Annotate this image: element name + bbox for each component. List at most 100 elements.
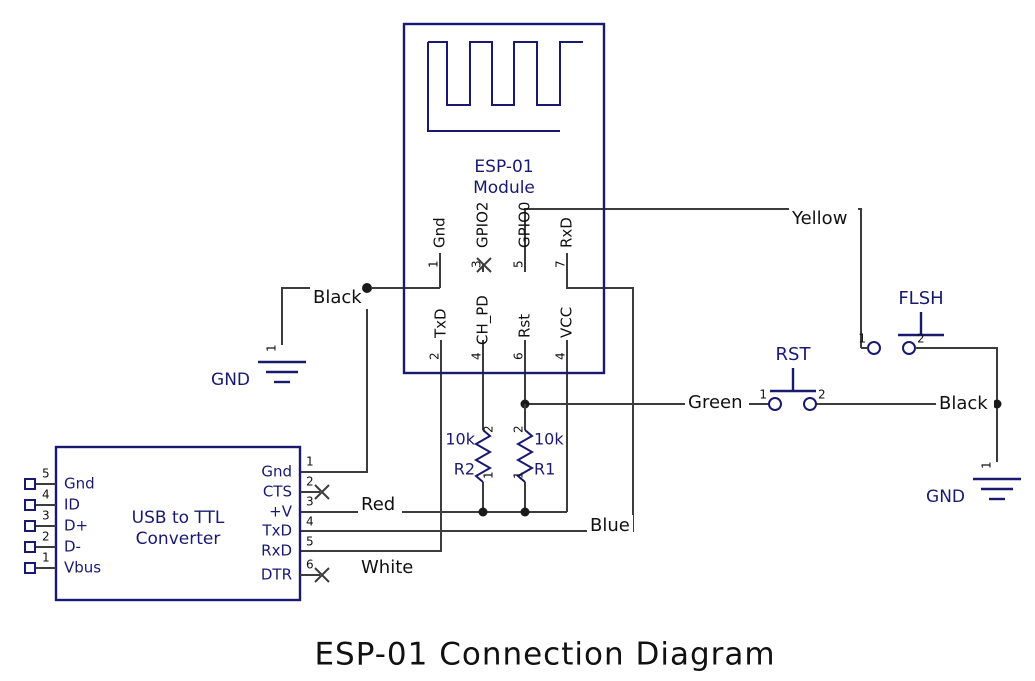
esp-pin-4-chpd: CH_PD 4 — [470, 295, 493, 363]
resistor-r1-pin-bottom: 1 — [512, 471, 526, 479]
wire-label-white-text: White — [361, 557, 413, 578]
wire-white-txd — [300, 363, 442, 552]
usb-pin-left-4-id-number: 4 — [42, 488, 50, 502]
usb-pin-left-5-gnd-label: Gnd — [64, 475, 95, 493]
esp-antenna-trace — [427, 41, 583, 132]
wire-label-blue: Blue — [587, 515, 633, 537]
switch-rst-pin1 — [768, 397, 782, 411]
usb-pin-left-3-dplus-label: D+ — [64, 517, 88, 535]
switch-flsh-label: FLSH — [898, 288, 943, 309]
esp-pin-4-chpd-number: 4 — [470, 352, 484, 360]
wire-yellow-gpio0 — [524, 208, 862, 348]
usb-pin-right-4-txd-label: TxD — [261, 522, 292, 540]
switch-flsh-pin2 — [902, 341, 916, 355]
wire-label-red: Red — [358, 494, 402, 516]
resistor-r1-pin-top: 2 — [512, 425, 526, 433]
esp-pin-2-txd: TxD 2 — [428, 308, 450, 363]
diagram-title: ESP-01 Connection Diagram — [314, 637, 775, 673]
esp-pin-1-gnd-label: Gnd — [431, 217, 449, 248]
usb-pin-left-5-gnd: Gnd 5 — [24, 467, 95, 493]
ground-symbol-left-pin: 1 — [265, 344, 279, 352]
esp-pin-3-gpio2: GPIO2 3 — [470, 202, 492, 273]
resistor-r1-ref: R1 — [534, 460, 555, 479]
usb-pin-right-5-rxd-number: 5 — [306, 535, 314, 549]
wire-blue-rxd — [300, 272, 634, 532]
usb-pin-right-5-rxd: RxD 5 — [261, 535, 314, 560]
usb-ttl-name-line1: USB to TTL — [132, 508, 225, 528]
usb-pin-right-2-cts: CTS 2 — [263, 475, 330, 501]
usb-pin-right-6-dtr-label: DTR — [261, 566, 292, 584]
wire-label-black-left: Black — [310, 287, 372, 309]
esp-pin-7-rxd-number: 7 — [554, 260, 568, 268]
wire-black-ground — [281, 287, 440, 473]
switch-flsh[interactable]: FLSH 1 2 — [858, 288, 944, 355]
ground-symbol-right: GND 1 — [926, 461, 1021, 507]
usb-pin-left-2-dminus-label: D- — [64, 538, 81, 556]
wire-label-black-right-text: Black — [939, 393, 988, 414]
usb-pin-right-4-txd: TxD 4 — [261, 515, 313, 540]
usb-pin-right-1-gnd-number: 1 — [306, 455, 314, 469]
usb-pin-right-2-cts-number: 2 — [306, 475, 314, 489]
esp-pin-6-rst-number: 6 — [512, 352, 526, 360]
ground-symbol-left: GND 1 — [211, 344, 306, 390]
resistor-r2: 10k R2 2 1 — [445, 425, 496, 483]
switch-rst-pin2-number: 2 — [818, 388, 826, 402]
wire-label-black-right: Black — [936, 393, 994, 415]
junction-r2-vcc — [478, 507, 488, 517]
usb-pin-left-5-gnd-number: 5 — [42, 467, 50, 481]
esp-module-name-line2: Module — [473, 178, 535, 198]
switch-rst[interactable]: RST 1 2 — [759, 344, 826, 411]
usb-pin-left-1-vbus: Vbus 1 — [24, 551, 101, 577]
esp-pin-8-vcc-label: VCC — [558, 307, 576, 338]
ground-symbol-right-pin: 1 — [980, 461, 994, 469]
esp-pin-3-gpio2-label: GPIO2 — [474, 202, 492, 248]
usb-pin-left-1-vbus-number: 1 — [42, 551, 50, 565]
usb-pin-right-6-dtr: DTR 6 — [261, 558, 330, 584]
esp-pin-5-gpio0-label: GPIO0 — [516, 202, 534, 248]
switch-flsh-pin1-number: 1 — [858, 332, 866, 346]
resistor-r2-ref: R2 — [454, 460, 475, 479]
usb-pin-right-5-rxd-label: RxD — [261, 542, 292, 560]
resistor-r2-value: 10k — [445, 430, 475, 449]
esp-pin-2-txd-number: 2 — [428, 352, 442, 360]
esp-pin-5-gpio0: GPIO0 5 — [512, 202, 534, 272]
resistor-r1: 10k R1 2 1 — [512, 425, 564, 483]
usb-pin-left-4-id: ID 4 — [24, 488, 80, 514]
usb-pin-left-4-id-label: ID — [64, 496, 80, 514]
resistor-r2-pin-top: 2 — [482, 425, 496, 433]
esp-pin-6-rst: Rst 6 — [512, 314, 534, 363]
switch-rst-pin2 — [803, 397, 817, 411]
wire-flsh-to-black-node — [944, 347, 998, 404]
switch-flsh-pin2-number: 2 — [917, 332, 925, 346]
esp-module-name-line1: ESP-01 — [474, 157, 533, 177]
usb-pin-left-3-dplus-number: 3 — [42, 509, 50, 523]
usb-pin-right-4-txd-number: 4 — [306, 515, 314, 529]
wire-label-blue-text: Blue — [590, 515, 630, 536]
usb-pin-right-6-dtr-number: 6 — [306, 558, 314, 572]
usb-pin-right-3-vplus: +V 3 — [269, 495, 313, 521]
usb-pin-right-2-cts-label: CTS — [263, 483, 292, 501]
resistor-r2-pin-bottom: 1 — [482, 471, 496, 479]
esp-pin-7-rxd-label: RxD — [558, 217, 576, 248]
junction-r1-vcc — [520, 507, 530, 517]
switch-rst-label: RST — [776, 344, 812, 365]
usb-ttl-name-line2: Converter — [136, 529, 221, 549]
usb-pin-left-1-vbus-label: Vbus — [64, 559, 101, 577]
esp-pin-4-chpd-label: CH_PD — [474, 295, 493, 345]
junction-black-left — [362, 283, 372, 293]
usb-pin-left-2-dminus-number: 2 — [42, 530, 50, 544]
wire-label-yellow-text: Yellow — [791, 208, 847, 229]
esp-pin-8-vcc-number: 4 — [554, 352, 568, 360]
esp-pin-5-gpio0-number: 5 — [512, 260, 526, 268]
switch-rst-pin1-number: 1 — [759, 388, 767, 402]
esp-pin-1-gnd: Gnd 1 — [427, 217, 449, 272]
esp-pin-8-vcc: VCC 4 — [554, 307, 576, 363]
wire-label-green-text: Green — [688, 392, 743, 413]
esp-pin-1-gnd-number: 1 — [427, 260, 441, 268]
switch-flsh-pin1 — [867, 341, 881, 355]
usb-ttl-body — [54, 445, 302, 602]
esp-pin-7-rxd: RxD 7 — [554, 217, 576, 272]
esp-pin-6-rst-label: Rst — [516, 314, 534, 338]
